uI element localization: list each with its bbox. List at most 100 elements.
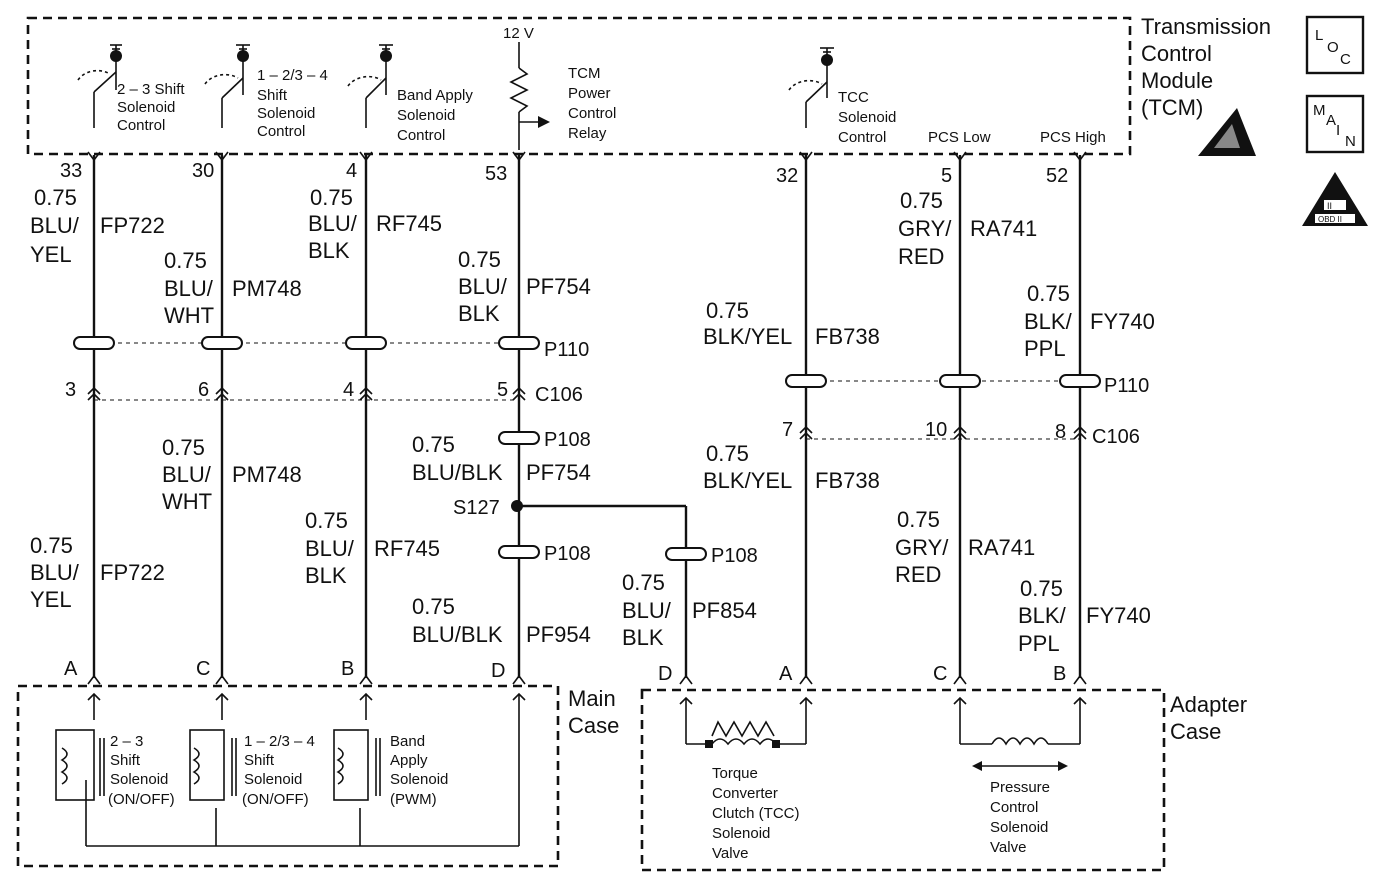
svg-text:Torque: Torque bbox=[712, 765, 758, 782]
svg-text:Solenoid: Solenoid bbox=[838, 109, 896, 126]
svg-text:Band Apply: Band Apply bbox=[397, 87, 473, 104]
tcm-switch-band: Band Apply Solenoid Control bbox=[347, 44, 473, 144]
svg-text:YEL: YEL bbox=[30, 242, 72, 267]
svg-text:Solenoid: Solenoid bbox=[110, 771, 168, 788]
circuit-pf754: 53 0.75 BLU/ BLK PF754 5 0.75 BLU/BLK PF… bbox=[412, 163, 591, 682]
svg-text:P110: P110 bbox=[1104, 375, 1149, 397]
svg-text:Apply: Apply bbox=[390, 752, 428, 769]
svg-text:Solenoid: Solenoid bbox=[712, 825, 770, 842]
svg-text:M: M bbox=[1313, 102, 1326, 119]
solenoid-1234-coil: 1 – 2/3 – 4 Shift Solenoid (ON/OFF) bbox=[189, 729, 315, 808]
svg-text:Pressure: Pressure bbox=[990, 779, 1050, 796]
svg-text:P108: P108 bbox=[544, 543, 591, 565]
svg-text:RED: RED bbox=[898, 244, 944, 269]
svg-text:Control: Control bbox=[257, 123, 305, 140]
svg-text:C: C bbox=[933, 663, 947, 685]
svg-text:A: A bbox=[779, 663, 793, 685]
tcm-title: Transmission Control Module (TCM) bbox=[1141, 14, 1271, 120]
svg-text:GRY/: GRY/ bbox=[895, 535, 949, 560]
tcm-pin-markers bbox=[87, 151, 1087, 162]
solenoid-band-coil: Band Apply Solenoid (PWM) bbox=[333, 729, 448, 808]
svg-text:(TCM): (TCM) bbox=[1141, 95, 1203, 120]
main-case-title: Main Case bbox=[568, 686, 619, 738]
svg-text:C: C bbox=[1340, 51, 1351, 68]
svg-text:12 V: 12 V bbox=[503, 25, 534, 42]
svg-text:FP722: FP722 bbox=[100, 213, 165, 238]
svg-text:FY740: FY740 bbox=[1086, 603, 1151, 628]
svg-text:5: 5 bbox=[497, 379, 508, 401]
svg-text:PF954: PF954 bbox=[526, 622, 591, 647]
tcm-power-relay: 12 V TCM Power Control Relay bbox=[503, 25, 616, 150]
svg-text:C: C bbox=[196, 658, 210, 680]
svg-text:2 – 3 Shift: 2 – 3 Shift bbox=[117, 81, 185, 98]
svg-text:P108: P108 bbox=[711, 545, 758, 567]
svg-text:Control: Control bbox=[990, 799, 1038, 816]
p108-connectors: P108 P108 P108 bbox=[498, 429, 758, 567]
svg-text:0.75: 0.75 bbox=[162, 435, 205, 460]
obd-ii-icon: II OBD II bbox=[1302, 172, 1368, 226]
svg-text:0.75: 0.75 bbox=[34, 185, 77, 210]
svg-text:BLK/YEL: BLK/YEL bbox=[703, 468, 792, 493]
svg-text:A: A bbox=[1326, 112, 1336, 129]
svg-text:Adapter: Adapter bbox=[1170, 692, 1247, 717]
svg-text:0.75: 0.75 bbox=[706, 298, 749, 323]
main-badge: M A I N bbox=[1305, 94, 1365, 154]
svg-text:0.75: 0.75 bbox=[1027, 281, 1070, 306]
svg-text:B: B bbox=[341, 658, 354, 680]
svg-text:PPL: PPL bbox=[1024, 336, 1066, 361]
svg-text:FB738: FB738 bbox=[815, 468, 880, 493]
svg-text:BLU/: BLU/ bbox=[308, 211, 358, 236]
svg-text:Power: Power bbox=[568, 85, 611, 102]
svg-text:PF754: PF754 bbox=[526, 460, 591, 485]
svg-text:Module: Module bbox=[1141, 68, 1213, 93]
svg-text:GRY/: GRY/ bbox=[898, 216, 952, 241]
tcc-solenoid: Torque Converter Clutch (TCC) Solenoid V… bbox=[679, 696, 813, 862]
svg-text:O: O bbox=[1327, 39, 1339, 56]
svg-text:BLU/: BLU/ bbox=[30, 560, 80, 585]
svg-text:Shift: Shift bbox=[110, 752, 141, 769]
svg-text:Main: Main bbox=[568, 686, 616, 711]
svg-text:(PWM): (PWM) bbox=[390, 791, 437, 808]
svg-text:Solenoid: Solenoid bbox=[257, 105, 315, 122]
svg-text:Control: Control bbox=[397, 127, 445, 144]
svg-text:0.75: 0.75 bbox=[412, 594, 455, 619]
circuit-fy740: 52 0.75 BLK/ PPL FY740 8 0.75 BLK/ PPL F… bbox=[1018, 165, 1155, 685]
svg-text:Relay: Relay bbox=[568, 125, 607, 142]
wires bbox=[92, 155, 1082, 678]
svg-text:PF754: PF754 bbox=[526, 274, 591, 299]
svg-text:5: 5 bbox=[941, 165, 952, 187]
svg-text:Solenoid: Solenoid bbox=[397, 107, 455, 124]
svg-text:BLK: BLK bbox=[305, 563, 347, 588]
tcm-switch-23: 2 – 3 Shift Solenoid Control bbox=[77, 44, 185, 134]
svg-text:Control: Control bbox=[1141, 41, 1212, 66]
circuit-ra741: 5 0.75 GRY/ RED RA741 10 0.75 GRY/ RED R… bbox=[895, 165, 1037, 685]
svg-text:PF854: PF854 bbox=[692, 598, 757, 623]
svg-text:BLU/: BLU/ bbox=[458, 274, 508, 299]
svg-text:L: L bbox=[1315, 27, 1323, 44]
svg-text:(ON/OFF): (ON/OFF) bbox=[108, 791, 175, 808]
svg-text:0.75: 0.75 bbox=[622, 570, 665, 595]
svg-text:II: II bbox=[1327, 201, 1332, 211]
svg-text:53: 53 bbox=[485, 163, 507, 185]
svg-text:BLU/: BLU/ bbox=[162, 462, 212, 487]
svg-text:BLK/YEL: BLK/YEL bbox=[703, 324, 792, 349]
svg-text:WHT: WHT bbox=[162, 489, 212, 514]
main-case-box bbox=[16, 684, 560, 868]
svg-text:10: 10 bbox=[925, 419, 947, 441]
svg-text:P110: P110 bbox=[544, 339, 589, 361]
svg-text:BLU/: BLU/ bbox=[30, 213, 80, 238]
svg-text:0.75: 0.75 bbox=[164, 248, 207, 273]
svg-text:Solenoid: Solenoid bbox=[117, 99, 175, 116]
svg-text:32: 32 bbox=[776, 165, 798, 187]
esd-warning-icon bbox=[1198, 108, 1256, 156]
c106-connector-right: C106 bbox=[799, 425, 1140, 448]
svg-text:BLK: BLK bbox=[308, 238, 350, 263]
svg-text:Control: Control bbox=[117, 117, 165, 134]
svg-text:2 – 3: 2 – 3 bbox=[110, 733, 143, 750]
svg-text:PM748: PM748 bbox=[232, 276, 302, 301]
svg-text:Valve: Valve bbox=[990, 839, 1026, 856]
svg-text:RED: RED bbox=[895, 562, 941, 587]
svg-text:Shift: Shift bbox=[257, 87, 288, 104]
adapter-case-title: Adapter Case bbox=[1170, 692, 1247, 744]
svg-text:0.75: 0.75 bbox=[305, 508, 348, 533]
